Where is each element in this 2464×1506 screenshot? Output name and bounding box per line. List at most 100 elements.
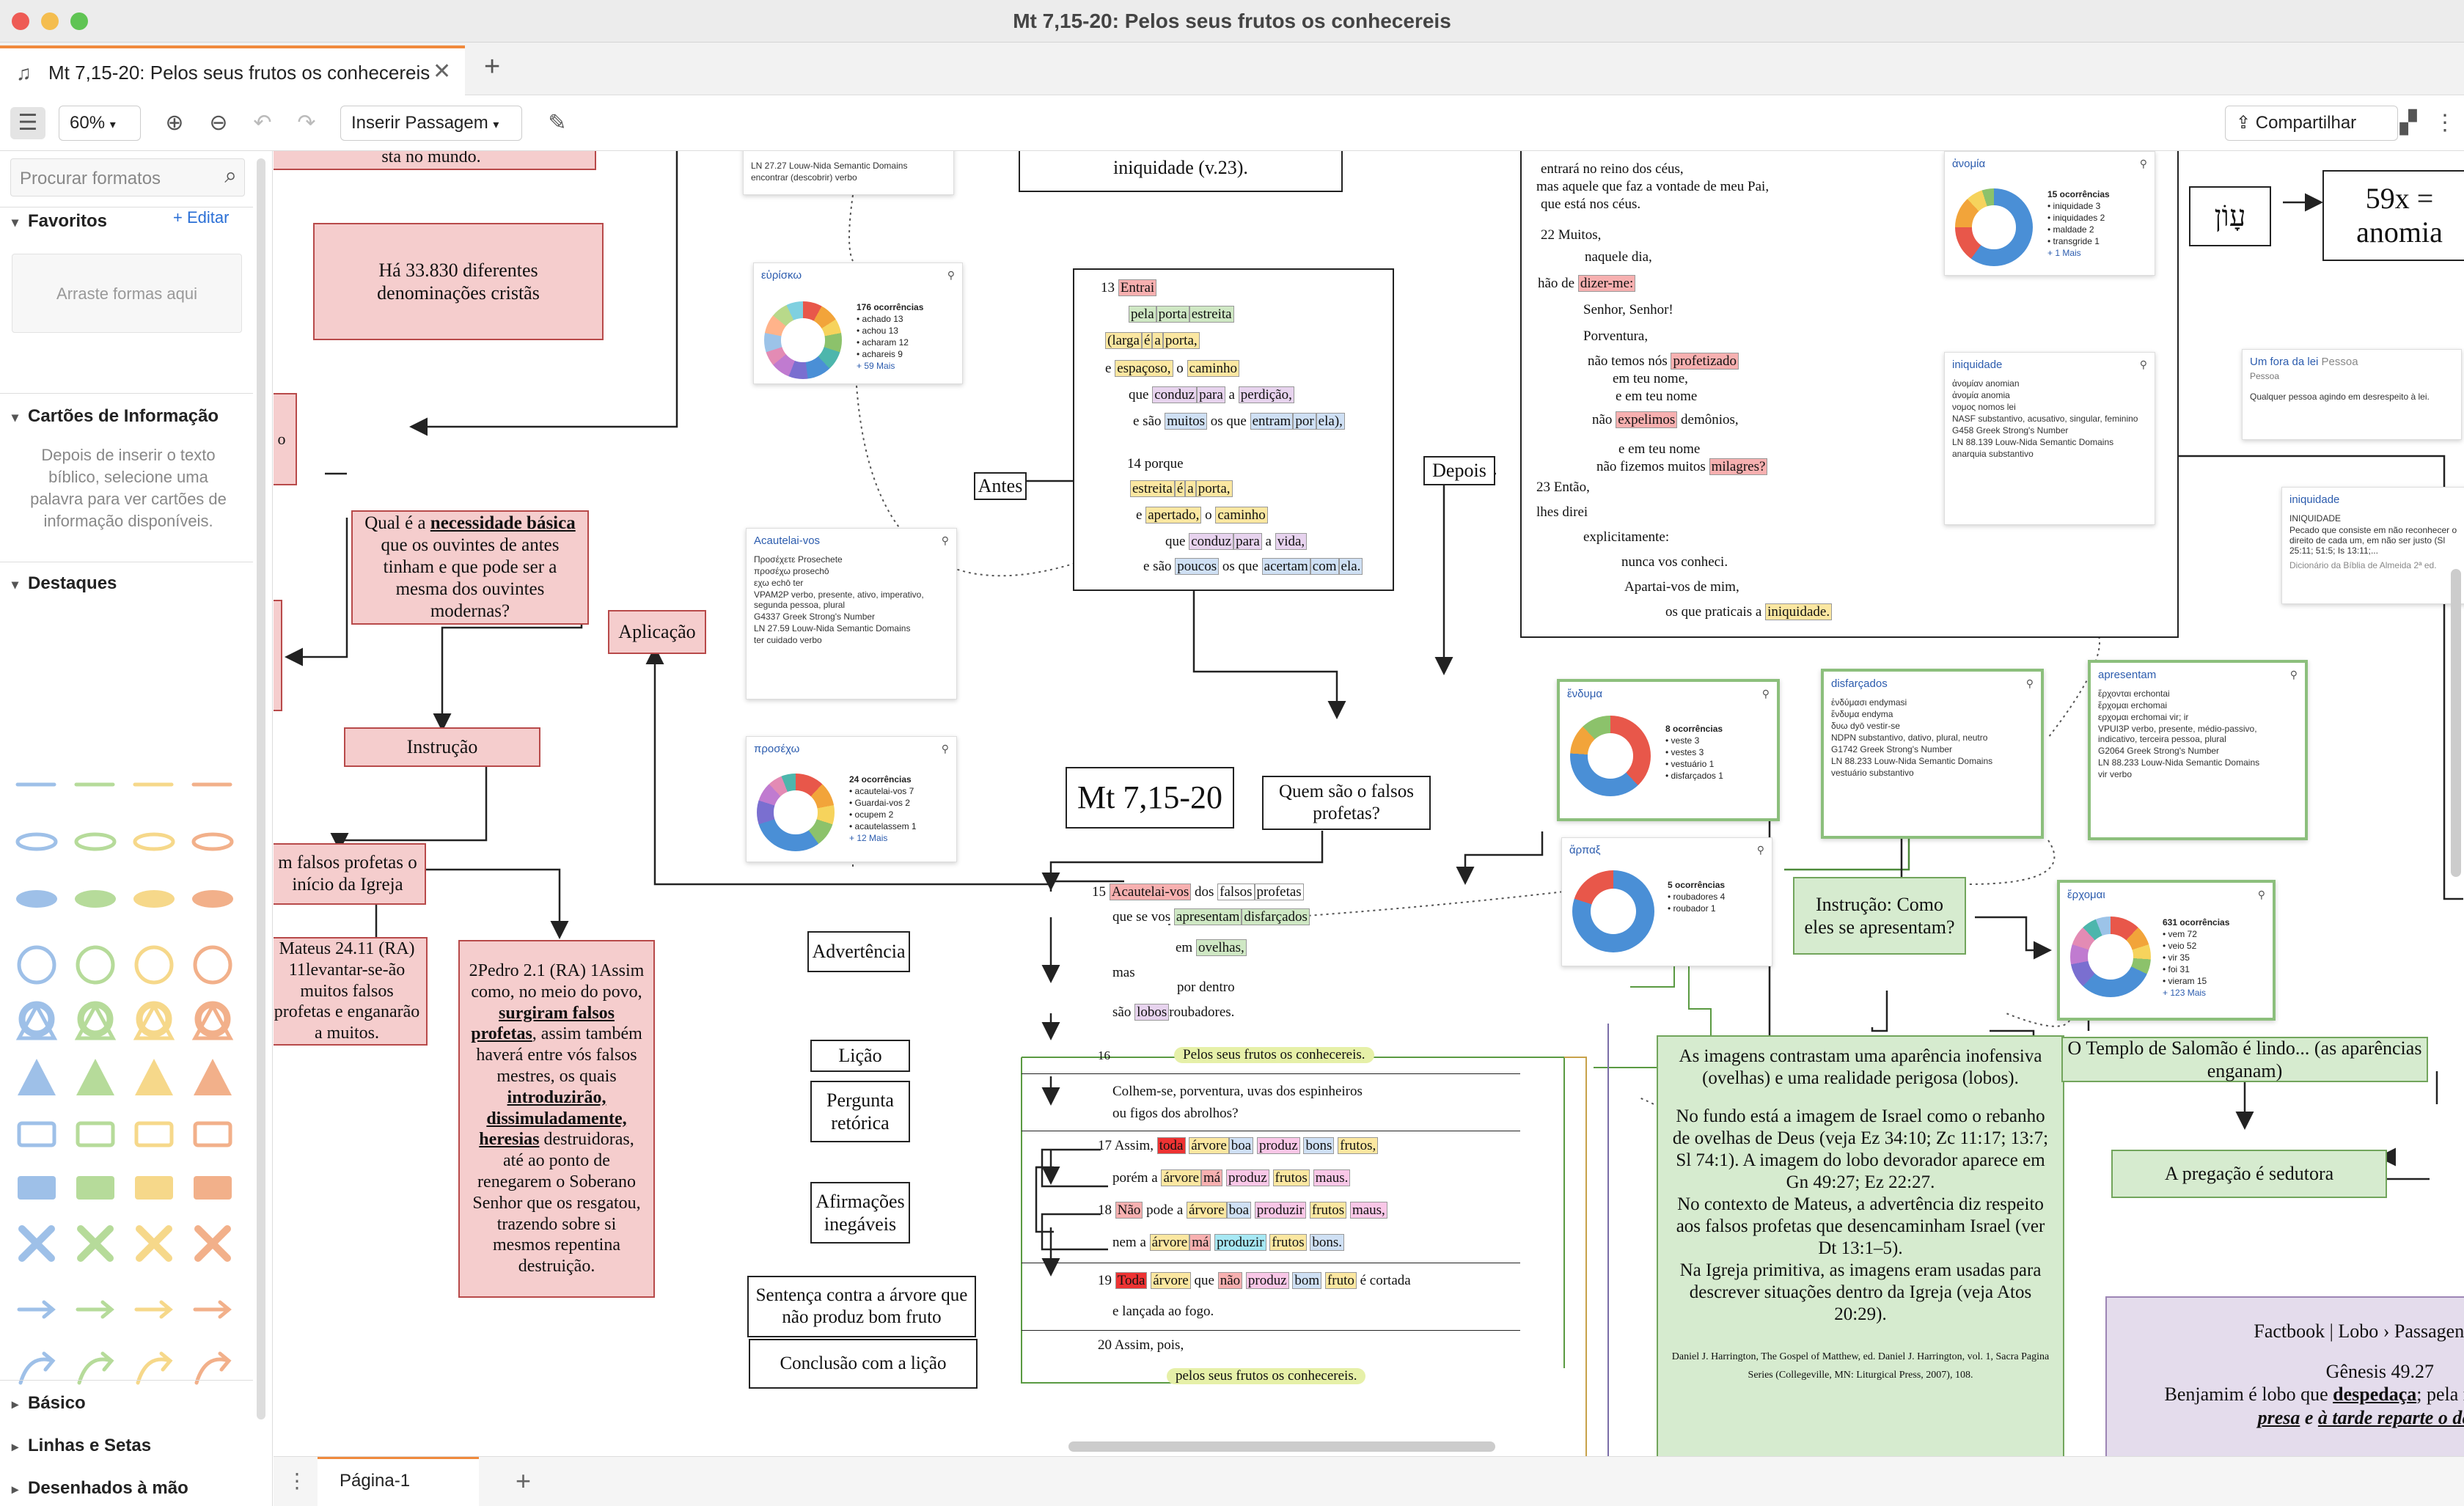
conclusion-box[interactable]: Conclusão com a lição xyxy=(749,1339,978,1389)
peter-verse-box[interactable]: 2Pedro 2.1 (RA) 1Assim como, no meio do … xyxy=(458,940,655,1298)
pin-icon[interactable]: ⚲ xyxy=(941,743,949,754)
after-box[interactable]: Depois xyxy=(1423,456,1495,485)
sentence-box[interactable]: Sentença contra a árvore que não produz … xyxy=(747,1276,976,1337)
hebrew-word-box[interactable]: עָוֹן xyxy=(2189,186,2271,246)
horizontal-scrollbar[interactable] xyxy=(1068,1441,1495,1452)
factbook-box[interactable]: Factbook | Lobo › Passagens- Gênesis 49.… xyxy=(2105,1296,2464,1456)
anomia-count-box[interactable]: 59x = anomia xyxy=(2322,170,2464,261)
page-tab[interactable]: Página-1 xyxy=(318,1457,479,1506)
undeniable-statements-box[interactable]: Afirmações inegáveis xyxy=(810,1182,910,1244)
favorites-drop-area[interactable]: Arraste formas aqui xyxy=(12,254,242,333)
verse-20-highlight: pelos seus frutos os conhecereis. xyxy=(1167,1368,1366,1384)
more-options-icon[interactable]: ⋮ xyxy=(2434,111,2456,135)
zoom-out-icon[interactable]: ⊖ xyxy=(209,111,228,135)
world-fact-box[interactable]: sta no mundo. xyxy=(274,151,596,170)
pin-icon[interactable]: ⚲ xyxy=(2025,677,2034,689)
context-note-para: As imagens contrastam uma aparência inof… xyxy=(1679,1046,2042,1088)
pin-icon[interactable]: ⚲ xyxy=(2257,889,2265,900)
new-tab-button[interactable]: + xyxy=(484,51,501,82)
zoom-in-icon[interactable]: ⊕ xyxy=(165,111,184,135)
pin-icon[interactable]: ⚲ xyxy=(2139,158,2147,169)
occurrence-donut-chart xyxy=(1572,870,1654,952)
verse-line: que está nos céus. xyxy=(1541,196,1641,212)
close-window-button[interactable] xyxy=(12,12,29,30)
zoom-select[interactable]: 60% ▾ xyxy=(59,106,141,141)
word-card-erchomai[interactable]: ἔρχομαι ⚲ 631 ocorrências • vem 72• veio… xyxy=(2057,880,2276,1021)
application-box[interactable]: Aplicação xyxy=(608,610,706,654)
instruction-appearance-box[interactable]: Instrução: Como eles se apresentam? xyxy=(1793,877,1966,955)
word-card-acautelai[interactable]: Acautelai-vos ⚲ Προσέχετε Prosechete προ… xyxy=(746,528,957,699)
vertical-scrollbar[interactable] xyxy=(2451,569,2461,877)
lines-section[interactable]: ▸Linhas e Setas xyxy=(12,1436,151,1456)
word-card-iniquidade[interactable]: iniquidade ⚲ ἀνομίαν anomian ἀνομία anom… xyxy=(1944,352,2155,525)
diagram-canvas[interactable]: sta no mundo. Há 33.830 diferentes denom… xyxy=(274,151,2464,1456)
library-icon[interactable]: ▞ xyxy=(2399,111,2417,135)
word-card-prosecho[interactable]: προσέχω ⚲ 24 ocorrências • acautelai-vos… xyxy=(746,736,957,862)
word-card-anomia[interactable]: ἀνομία ⚲ 15 ocorrências • iniquidade 3• … xyxy=(1944,151,2155,276)
favorites-section[interactable]: ▾Favoritos xyxy=(12,211,107,232)
left-stub-box-2[interactable] xyxy=(274,600,282,711)
page-tabs-bar: ⋮ Página-1 + xyxy=(274,1456,2464,1506)
pages-menu-icon[interactable]: ⋮ xyxy=(287,1469,307,1492)
insert-passage-label: Inserir Passagem xyxy=(351,113,488,133)
matthew-verse-box[interactable]: Mateus 24.11 (RA) 11levantar-se-ão muito… xyxy=(274,937,428,1046)
word-card-heurisko[interactable]: εὑρίσκω ⚲ 176 ocorrências • achado 13• a… xyxy=(753,262,963,384)
menu-icon[interactable]: ☰ xyxy=(10,107,45,139)
pin-icon[interactable]: ⚲ xyxy=(2139,359,2147,370)
sidebar-scrollbar[interactable] xyxy=(257,158,265,1419)
pen-icon[interactable]: ✎ xyxy=(548,111,567,135)
tab-close-icon[interactable]: ✕ xyxy=(433,59,452,84)
context-note-box[interactable]: As imagens contrastam uma aparência inof… xyxy=(1657,1035,2064,1456)
word-card-harpax[interactable]: ἅρπαξ ⚲ 5 ocorrências • roubadores 4• ro… xyxy=(1561,837,1772,966)
share-button[interactable]: ⇪ Compartilhar xyxy=(2225,106,2398,141)
dictionary-card[interactable]: iniquidade INIQUIDADE Pecado que consist… xyxy=(2281,487,2464,604)
passage-title[interactable]: Mt 7,15-20 xyxy=(1066,767,1234,829)
world-fact-text: sta no mundo. xyxy=(381,151,481,166)
false-prophets-box[interactable]: m falsos profetas o início da Igreja xyxy=(274,843,426,905)
person-card[interactable]: Um fora da lei Pessoa Pessoa Qualquer pe… xyxy=(2242,349,2462,440)
pin-icon[interactable]: ⚲ xyxy=(947,269,955,281)
highlights-section[interactable]: ▾Destaques xyxy=(12,573,117,594)
add-page-button[interactable]: + xyxy=(516,1466,532,1496)
warning-box[interactable]: Advertência xyxy=(807,931,910,972)
pin-icon[interactable]: ⚲ xyxy=(1761,688,1770,699)
lexicon-card-top[interactable]: LN 27.27 Louw-Nida Semantic Domains enco… xyxy=(743,151,954,195)
instruction-box[interactable]: Instrução xyxy=(344,727,540,767)
pin-icon[interactable]: ⚲ xyxy=(2289,669,2298,680)
card-row: LN 88.233 Louw-Nida Semantic Domains xyxy=(1831,756,1993,766)
application-text: Aplicação xyxy=(618,621,696,643)
edit-favorites-button[interactable]: + Editar xyxy=(173,208,230,227)
shapes-search-input[interactable]: Procurar formatos ⌕ xyxy=(10,158,245,196)
before-box[interactable]: Antes xyxy=(974,472,1027,500)
minimize-window-button[interactable] xyxy=(41,12,59,30)
insert-passage-button[interactable]: Inserir Passagem ▾ xyxy=(340,106,522,141)
preaching-box[interactable]: A pregação é sedutora xyxy=(2111,1150,2387,1198)
word-card-apresentam[interactable]: apresentam ⚲ ἔρχονται erchontai ἔρχομαι … xyxy=(2088,660,2308,840)
rhetorical-question-box[interactable]: Pergunta retórica xyxy=(810,1081,910,1142)
word-card-enduma[interactable]: ἔνδυμα ⚲ 8 ocorrências • veste 3• vestes… xyxy=(1557,679,1780,821)
hand-drawn-section[interactable]: ▸Desenhados à mão xyxy=(12,1478,188,1499)
highlight-shapes-palette[interactable] xyxy=(7,620,249,1500)
verse-line: não fizemos muitos milagres? xyxy=(1596,458,1768,475)
temple-box[interactable]: O Templo de Salomão é lindo... (as aparê… xyxy=(2061,1037,2428,1082)
denominations-box[interactable]: Há 33.830 diferentes denominações cristã… xyxy=(313,223,604,340)
redo-icon[interactable]: ↷ xyxy=(297,111,316,135)
basic-need-question-box[interactable]: Qual é a necessidade básica que os ouvin… xyxy=(351,510,589,625)
lesson-box[interactable]: Lição xyxy=(810,1040,910,1072)
maximize-window-button[interactable] xyxy=(70,12,88,30)
iniquity-note-box[interactable]: iniquidade (v.23). xyxy=(1019,151,1343,192)
document-tab[interactable]: ♫ Mt 7,15-20: Pelos seus frutos os conhe… xyxy=(0,45,465,95)
pin-icon[interactable]: ⚲ xyxy=(941,535,949,546)
context-note-para: Na Igreja primitiva, as imagens eram usa… xyxy=(1679,1260,2042,1324)
pin-icon[interactable]: ⚲ xyxy=(1756,844,1764,856)
verse-line: e lançada ao fogo. xyxy=(1112,1304,1214,1319)
word-card-disfarcados[interactable]: disfarçados ⚲ ἐνδύμασι endymasi ἔνδυμα e… xyxy=(1821,669,2044,839)
info-cards-section[interactable]: ▾Cartões de Informação xyxy=(12,406,219,427)
basic-section[interactable]: ▸Básico xyxy=(12,1393,86,1414)
left-stub-box[interactable]: o xyxy=(274,393,297,485)
false-prophets-question-box[interactable]: Quem são o falsos profetas? xyxy=(1262,776,1431,830)
undo-icon[interactable]: ↶ xyxy=(253,111,272,135)
card-word: ἀνομία xyxy=(1952,158,1986,170)
